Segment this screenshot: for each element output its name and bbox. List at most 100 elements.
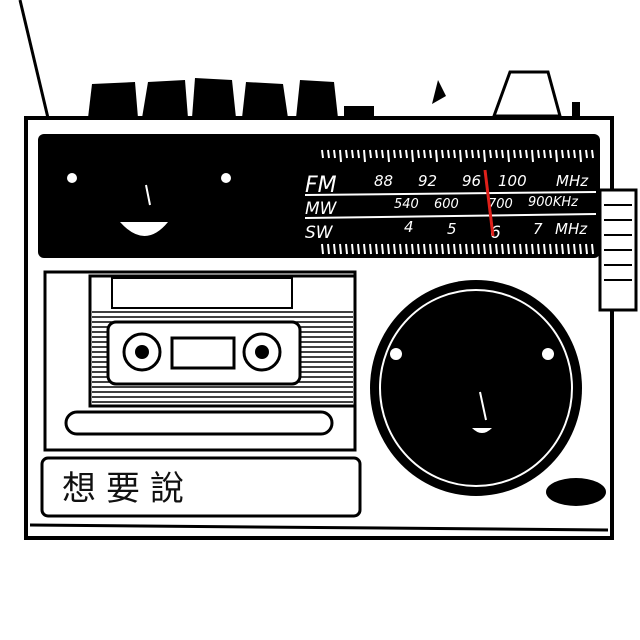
dial-tick bbox=[471, 243, 474, 255]
dial-tick bbox=[477, 243, 480, 255]
tuning-dial: FM 88 92 96 100 MHz MW 540 600 700 900KH… bbox=[38, 134, 600, 258]
sw-mark: 7 bbox=[533, 220, 543, 238]
dial-tick bbox=[339, 243, 342, 255]
dial-tick bbox=[411, 243, 414, 255]
dial-tick bbox=[321, 243, 324, 255]
dial-tick bbox=[441, 149, 444, 159]
dial-tick bbox=[375, 243, 378, 255]
speaker bbox=[370, 280, 582, 496]
dial-tick bbox=[387, 149, 390, 163]
dial-tick bbox=[573, 149, 576, 159]
mw-mark: 600 bbox=[434, 197, 459, 212]
mw-mark: 700 bbox=[488, 197, 513, 212]
fm-mark: 92 bbox=[418, 172, 437, 190]
dial-tick bbox=[417, 243, 420, 255]
dial-tick bbox=[429, 149, 432, 159]
dial-tick bbox=[537, 149, 540, 159]
dial-tick bbox=[507, 149, 510, 163]
dial-tick bbox=[585, 243, 588, 255]
tuning-needle bbox=[483, 169, 495, 237]
dial-tick bbox=[525, 243, 528, 255]
dial-tick bbox=[381, 149, 384, 159]
dial-tick bbox=[519, 243, 522, 255]
fm-band-label: FM bbox=[305, 173, 337, 198]
dial-tick bbox=[333, 243, 336, 255]
sw-mark: 5 bbox=[447, 220, 457, 238]
cassette-label-strip: 想要說 bbox=[40, 456, 362, 518]
dial-tick bbox=[399, 149, 402, 159]
dial-tick bbox=[513, 243, 516, 255]
dial-tick bbox=[327, 149, 330, 159]
dial-tick bbox=[483, 149, 486, 163]
dial-tick bbox=[375, 149, 378, 159]
dial-tick bbox=[363, 149, 366, 163]
dial-tick bbox=[423, 243, 426, 255]
dial-tick bbox=[585, 149, 588, 159]
dial-tick bbox=[453, 149, 456, 159]
dial-tick bbox=[543, 243, 546, 255]
dial-tick bbox=[567, 149, 570, 159]
dial-tick bbox=[579, 149, 582, 163]
dial-tick bbox=[579, 243, 582, 255]
dial-tick bbox=[321, 149, 324, 159]
dial-tick bbox=[399, 243, 402, 255]
dial-tick bbox=[465, 243, 468, 255]
antenna bbox=[18, 0, 50, 119]
dial-tick bbox=[525, 149, 528, 159]
dial-tick bbox=[471, 149, 474, 159]
dial-tick bbox=[531, 243, 534, 255]
sw-unit: MHz bbox=[555, 220, 588, 238]
dial-tick bbox=[561, 149, 564, 159]
dial-tick bbox=[429, 243, 432, 255]
dial-tick bbox=[447, 149, 450, 159]
dial-tick bbox=[561, 243, 564, 255]
dial-tick bbox=[393, 243, 396, 255]
dial-tick bbox=[519, 149, 522, 159]
dial-tick bbox=[495, 243, 498, 255]
mw-band-label: MW bbox=[305, 199, 338, 219]
dial-tick bbox=[363, 243, 366, 255]
dial-tick bbox=[465, 149, 468, 159]
dial-tick bbox=[393, 149, 396, 159]
dial-tick bbox=[501, 149, 504, 159]
dial-tick bbox=[549, 149, 552, 159]
fm-unit: MHz bbox=[556, 172, 589, 190]
dial-tick bbox=[507, 243, 510, 255]
dial-tick bbox=[555, 149, 558, 163]
dial-tick bbox=[489, 243, 492, 255]
dial-tick bbox=[567, 243, 570, 255]
dial-tick bbox=[573, 243, 576, 255]
power-button[interactable] bbox=[546, 478, 606, 506]
dial-tick bbox=[345, 149, 348, 159]
dial-tick bbox=[447, 243, 450, 255]
dial-tick bbox=[435, 243, 438, 255]
dial-tick bbox=[441, 243, 444, 255]
cassette-label-text: 想要說 bbox=[62, 469, 194, 509]
dial-tick bbox=[483, 243, 486, 255]
dial-tick bbox=[351, 243, 354, 255]
dial-tick bbox=[459, 149, 462, 163]
fm-mark: 96 bbox=[462, 172, 481, 190]
fm-mark: 100 bbox=[498, 172, 527, 190]
dial-tick bbox=[537, 243, 540, 255]
dial-tick bbox=[387, 243, 390, 255]
top-buttons bbox=[88, 70, 580, 118]
dial-tick bbox=[327, 243, 330, 255]
dial-tick bbox=[405, 243, 408, 255]
tuning-knob-pointer-icon bbox=[432, 80, 446, 104]
dial-tick bbox=[513, 149, 516, 159]
dial-tick bbox=[453, 243, 456, 255]
dial-tick bbox=[351, 149, 354, 159]
cassette-deck[interactable] bbox=[43, 270, 357, 452]
sw-mark: 6 bbox=[490, 223, 501, 243]
dial-tick bbox=[357, 243, 360, 255]
dial-tick bbox=[531, 149, 534, 163]
dial-tick bbox=[381, 243, 384, 255]
dial-tick bbox=[501, 243, 504, 255]
dial-tick bbox=[339, 149, 342, 163]
dial-tick bbox=[549, 243, 552, 255]
dial-tick bbox=[489, 149, 492, 159]
dial-tick bbox=[333, 149, 336, 159]
dial-tick bbox=[591, 243, 594, 255]
